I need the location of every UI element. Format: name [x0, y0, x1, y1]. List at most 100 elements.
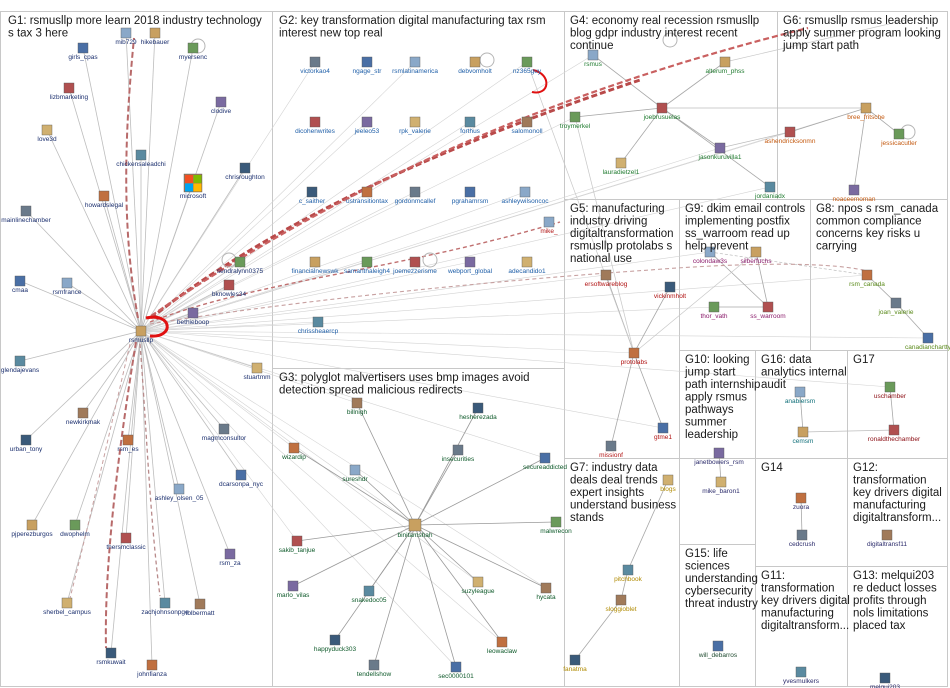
node-fanatma[interactable]: fanatma — [563, 654, 587, 673]
node-cmaa[interactable]: cmaa — [12, 275, 28, 294]
node-rsmkuwait[interactable]: rsmkuwait — [96, 647, 126, 666]
node-microsoft[interactable]: microsoft — [180, 173, 207, 200]
node-malwrecon[interactable]: malwrecon — [540, 516, 572, 535]
node-vickinmholt[interactable]: vickinmholt — [654, 281, 686, 300]
node-love3d[interactable]: love3d — [37, 124, 57, 143]
node-rsmlatinamerica[interactable]: rsmlatinamerica — [392, 56, 438, 75]
node-girls_cpas[interactable]: girls_cpas — [68, 42, 98, 61]
node-rsm_es[interactable]: rsm_es — [117, 434, 139, 453]
node-hycata[interactable]: hycata — [536, 582, 556, 601]
node-marlo_vilas[interactable]: marlo_vilas — [277, 580, 311, 599]
node-binitamshah[interactable]: binitamshah — [397, 518, 433, 539]
node-ashleywilsoncoc[interactable]: ashleywilsoncoc — [502, 186, 550, 205]
node-mike_baron1[interactable]: mike_baron1 — [702, 476, 740, 495]
node-will_debarros[interactable]: will_debarros — [698, 640, 738, 659]
node-ronaldthechamber[interactable]: ronaldthechamber — [868, 424, 921, 443]
node-urban_tony[interactable]: urban_tony — [10, 434, 43, 453]
node-mainlinechamber[interactable]: mainlinechamber — [1, 205, 52, 224]
node-tendellshow[interactable]: tendellshow — [357, 659, 392, 678]
node-financialnewswk[interactable]: financialnewswk — [292, 256, 340, 275]
node-lizbmarketing[interactable]: lizbmarketing — [50, 82, 89, 101]
node-insecurities[interactable]: insecurities — [442, 444, 475, 463]
node-debvomholt[interactable]: debvomholt — [458, 56, 492, 75]
node-ustransitiontax[interactable]: ustransitiontax — [346, 186, 389, 205]
node-rsmus[interactable]: rsmus — [584, 49, 603, 68]
node-lauradietzel1[interactable]: lauradietzel1 — [603, 157, 640, 176]
node-anabiersm[interactable]: anabiersm — [785, 386, 815, 405]
node-ngage_str[interactable]: ngage_str — [353, 56, 383, 75]
node-forthus[interactable]: forthus — [460, 116, 481, 135]
node-dcarsonpa_nyc[interactable]: dcarsonpa_nyc — [219, 469, 264, 488]
node-suzyleague[interactable]: suzyleague — [462, 576, 495, 595]
node-ersoftwareblog[interactable]: ersoftwareblog — [585, 269, 628, 288]
node-mib729[interactable]: mib729 — [115, 27, 137, 46]
node-samanthaleigh4[interactable]: samanthaleigh4 — [344, 256, 390, 275]
node-wizardip[interactable]: wizardip — [281, 442, 306, 461]
node-rsm_canada[interactable]: rsm_canada — [849, 269, 885, 288]
node-canadianchartty[interactable]: canadianchartty — [905, 332, 950, 351]
node-sendralynn0375[interactable]: sendralynn0375 — [217, 256, 264, 275]
node-webport_global[interactable]: webport_global — [447, 256, 493, 275]
node-rsmusllp[interactable]: rsmusllp — [129, 325, 154, 344]
node-tblbermatt[interactable]: tblbermatt — [186, 598, 215, 617]
node-alterum_phss[interactable]: alterum_phss — [705, 56, 745, 75]
node-rsmfrance[interactable]: rsmfrance — [53, 277, 82, 296]
node-joebrusuelas[interactable]: joebrusuelas — [643, 102, 682, 121]
node-chrisroughton[interactable]: chrisroughton — [225, 162, 265, 181]
node-cemsm[interactable]: cemsm — [793, 426, 814, 445]
node-chrissheaercp[interactable]: chrissheaercp — [298, 316, 339, 335]
node-rsm_za[interactable]: rsm_za — [219, 548, 241, 567]
node-leowaclaw[interactable]: leowaclaw — [487, 636, 517, 655]
node-noaceemoman[interactable]: noaceemoman — [833, 184, 876, 203]
node-bethieboop[interactable]: bethieboop — [177, 307, 210, 326]
node-zachjohnsonpge[interactable]: zachjohnsonpge — [141, 597, 189, 616]
node-gtme1[interactable]: gtme1 — [654, 422, 672, 441]
node-missionf[interactable]: missionf — [599, 440, 623, 459]
node-jordaniadx[interactable]: jordaniadx — [754, 181, 786, 200]
node-blogs[interactable]: blogs — [660, 474, 677, 493]
node-janetbowers_rsm[interactable]: janetbowers_rsm — [693, 447, 744, 466]
node-zuora[interactable]: zuora — [793, 492, 810, 511]
node-dwophelm[interactable]: dwophelm — [60, 519, 90, 538]
node-protolabs[interactable]: protolabs — [621, 347, 648, 366]
node-sherbel_campus[interactable]: sherbel_campus — [43, 597, 92, 616]
node-ss_warroom[interactable]: ss_warroom — [750, 301, 786, 320]
node-pgrahamrsm[interactable]: pgrahamrsm — [452, 186, 488, 205]
node-adecandido1[interactable]: adecandido1 — [508, 256, 546, 275]
node-sureshdr[interactable]: sureshdr — [342, 464, 368, 483]
node-johnfianza[interactable]: johnfianza — [136, 659, 167, 678]
node-myersenc[interactable]: myersenc — [179, 42, 208, 61]
node-mike_[interactable]: mike_ — [540, 216, 558, 235]
node-chickensaleadchi[interactable]: chickensaleadchi — [116, 149, 166, 168]
node-colondaw3s[interactable]: colondaw3s — [693, 246, 728, 265]
node-snakedoc05[interactable]: snakedoc05 — [351, 585, 387, 604]
node-billnigh[interactable]: billnigh — [347, 397, 368, 416]
node-salomonoll[interactable]: salomonoll — [511, 116, 543, 135]
node-joemezzerisme[interactable]: joemezzerisme — [392, 256, 437, 275]
node-nz365guy[interactable]: nz365guy — [513, 56, 542, 75]
node-ashendricksonmn[interactable]: ashendricksonmn — [765, 126, 816, 145]
node-pitchbook[interactable]: pitchbook — [614, 564, 643, 583]
node-happyduck303[interactable]: happyduck303 — [314, 634, 357, 653]
node-uschamber[interactable]: uschamber — [874, 381, 907, 400]
node-cedcrush[interactable]: cedcrush — [789, 529, 816, 548]
node-newkirkmak[interactable]: newkirkmak — [66, 407, 101, 426]
node-hikebauer[interactable]: hikebauer — [141, 27, 170, 46]
node-hesherezada[interactable]: hesherezada — [459, 402, 497, 421]
node-jessicacutler[interactable]: jessicacutler — [880, 128, 918, 147]
node-jasonkuruvilla1[interactable]: jasonkuruvilla1 — [698, 142, 742, 161]
node-thersmclassic[interactable]: thersmclassic — [106, 532, 146, 551]
node-magmconsultor[interactable]: magmconsultor — [202, 423, 247, 442]
node-victorkao4[interactable]: victorkao4 — [300, 56, 330, 75]
node-gordonmcallef[interactable]: gordonmcallef — [395, 186, 436, 205]
node-ashley_olsen_05[interactable]: ashley_olsen_05 — [155, 483, 204, 502]
node-jeeleo53[interactable]: jeeleo53 — [354, 116, 380, 135]
node-digitaltransf11[interactable]: digitaltransf11 — [867, 529, 907, 548]
node-stuartmm[interactable]: stuartmm — [243, 362, 271, 381]
node-rpk_valerie[interactable]: rpk_valerie — [399, 116, 431, 135]
node-joan_valerie[interactable]: joan_valerie — [877, 297, 914, 316]
node-thor_vath[interactable]: thor_vath — [700, 301, 728, 320]
node-sakib_tanjue[interactable]: sakib_tanjue — [279, 535, 316, 554]
node-melqui203[interactable]: melqui203 — [870, 672, 900, 688]
node-sec0000101[interactable]: sec0000101 — [438, 661, 474, 680]
